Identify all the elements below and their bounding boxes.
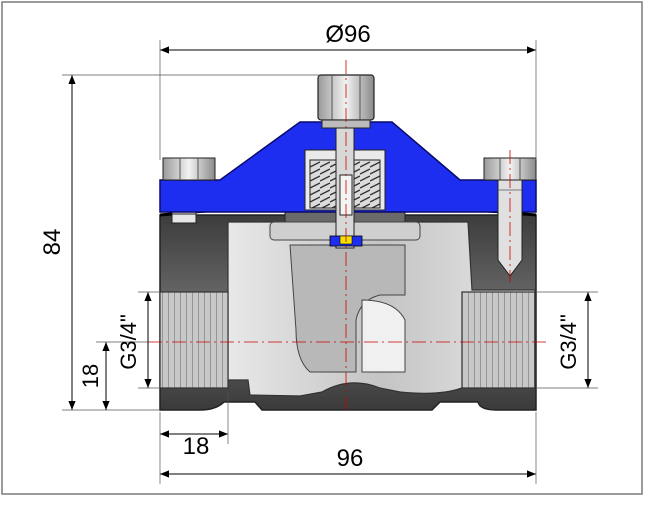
right-thread-port — [461, 291, 536, 389]
valve-body — [159, 204, 537, 411]
dim-right-thread: G3/4" — [556, 314, 581, 370]
dim-overall-height: 84 — [39, 229, 66, 256]
dim-axis-height: 18 — [78, 364, 103, 388]
centerlines — [148, 60, 548, 412]
left-thread-port — [159, 291, 229, 389]
dim-left-thread: G3/4" — [116, 314, 141, 370]
dimension-lines — [62, 40, 598, 484]
dim-body-length: 96 — [337, 445, 364, 472]
dim-thread-length: 18 — [183, 433, 210, 460]
left-bolt — [162, 157, 216, 181]
dim-top-diameter: Ø96 — [325, 21, 370, 48]
